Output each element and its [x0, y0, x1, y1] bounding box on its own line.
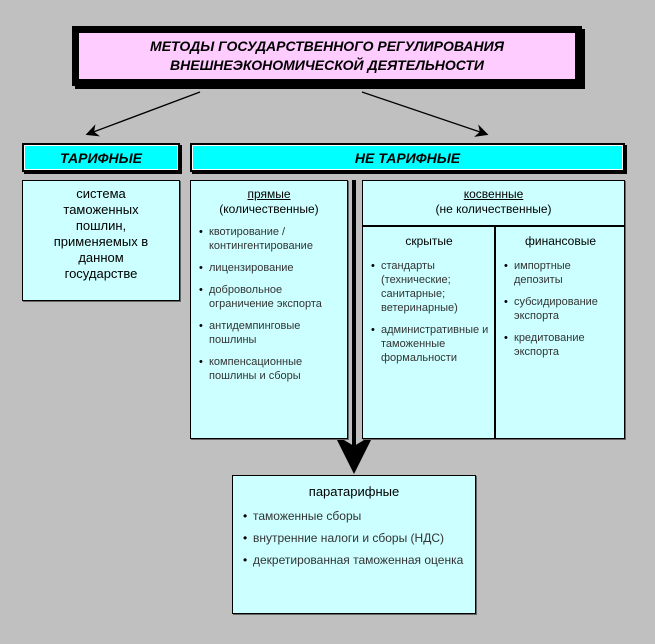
list-item: кредитование экспорта [502, 331, 619, 359]
tariff-desc-line: система [76, 186, 126, 201]
tariff-desc-line: таможенных [63, 202, 139, 217]
list-item: таможенные сборы [241, 509, 467, 523]
indirect-subtitle: (не количественные) [435, 202, 552, 216]
list-item: компенсационные пошлины и сборы [197, 355, 341, 383]
tariff-header: ТАРИФНЫЕ [22, 143, 180, 172]
nontariff-header: НЕ ТАРИФНЫЕ [190, 143, 625, 172]
direct-list: квотирование / контингентирование лиценз… [197, 225, 341, 383]
tariff-description: система таможенных пошлин, применяемых в… [23, 186, 179, 282]
title-inner: МЕТОДЫ ГОСУДАРСТВЕННОГО РЕГУЛИРОВАНИЯ ВН… [78, 32, 576, 80]
list-item: квотирование / контингентирование [197, 225, 341, 253]
indirect-title: косвенные [463, 187, 524, 201]
direct-subtitle: (количественные) [219, 202, 319, 216]
list-item: стандарты (технические; санитарные; вете… [369, 259, 489, 315]
tariff-desc-line: данном [78, 250, 124, 265]
indirect-heading: косвенные (не количественные) [363, 187, 624, 217]
paratariff-title: паратарифные [308, 484, 400, 499]
nontariff-header-label: НЕ ТАРИФНЫЕ [354, 149, 461, 166]
list-item: добровольное ограничение экспорта [197, 283, 341, 311]
list-item: субсидирование экспорта [502, 295, 619, 323]
list-item: административные и таможенные формальнос… [369, 323, 489, 365]
title-box: МЕТОДЫ ГОСУДАРСТВЕННОГО РЕГУЛИРОВАНИЯ ВН… [72, 26, 582, 86]
list-item: антидемпинговые пошлины [197, 319, 341, 347]
hidden-list: стандарты (технические; санитарные; вете… [369, 259, 489, 365]
tariff-header-label: ТАРИФНЫЕ [60, 149, 142, 166]
direct-methods-box: прямые (количественные) квотирование / к… [190, 180, 348, 439]
hidden-title: скрытые [405, 234, 453, 248]
direct-heading: прямые (количественные) [197, 187, 341, 217]
tariff-desc-line: пошлин, [75, 218, 127, 233]
list-item: импортные депозиты [502, 259, 619, 287]
arrow-to-tariff [85, 91, 201, 137]
financial-title: финансовые [525, 234, 596, 248]
paratariff-list: таможенные сборы внутренние налоги и сбо… [241, 509, 467, 567]
tariff-description-box: система таможенных пошлин, применяемых в… [22, 180, 180, 301]
paratariff-box: паратарифные таможенные сборы внутренние… [232, 475, 476, 614]
tariff-desc-line: государстве [64, 266, 138, 281]
arrow-to-nontariff [361, 91, 489, 137]
title-line-2: ВНЕШНЕЭКОНОМИЧЕСКОЙ ДЕЯТЕЛЬНОСТИ [170, 57, 484, 73]
list-item: внутренние налоги и сборы (НДС) [241, 531, 467, 545]
title-line-1: МЕТОДЫ ГОСУДАРСТВЕННОГО РЕГУЛИРОВАНИЯ [150, 38, 504, 54]
list-item: лицензирование [197, 261, 341, 275]
indirect-heading-box: косвенные (не количественные) [362, 180, 625, 226]
financial-methods-box: финансовые импортные депозиты субсидиров… [495, 226, 625, 439]
list-item: декретированная таможенная оценка [241, 553, 467, 567]
direct-title: прямые [247, 187, 291, 201]
tariff-desc-line: применяемых в [53, 234, 149, 249]
financial-list: импортные депозиты субсидирование экспор… [502, 259, 619, 359]
hidden-methods-box: скрытые стандарты (технические; санитарн… [362, 226, 495, 439]
